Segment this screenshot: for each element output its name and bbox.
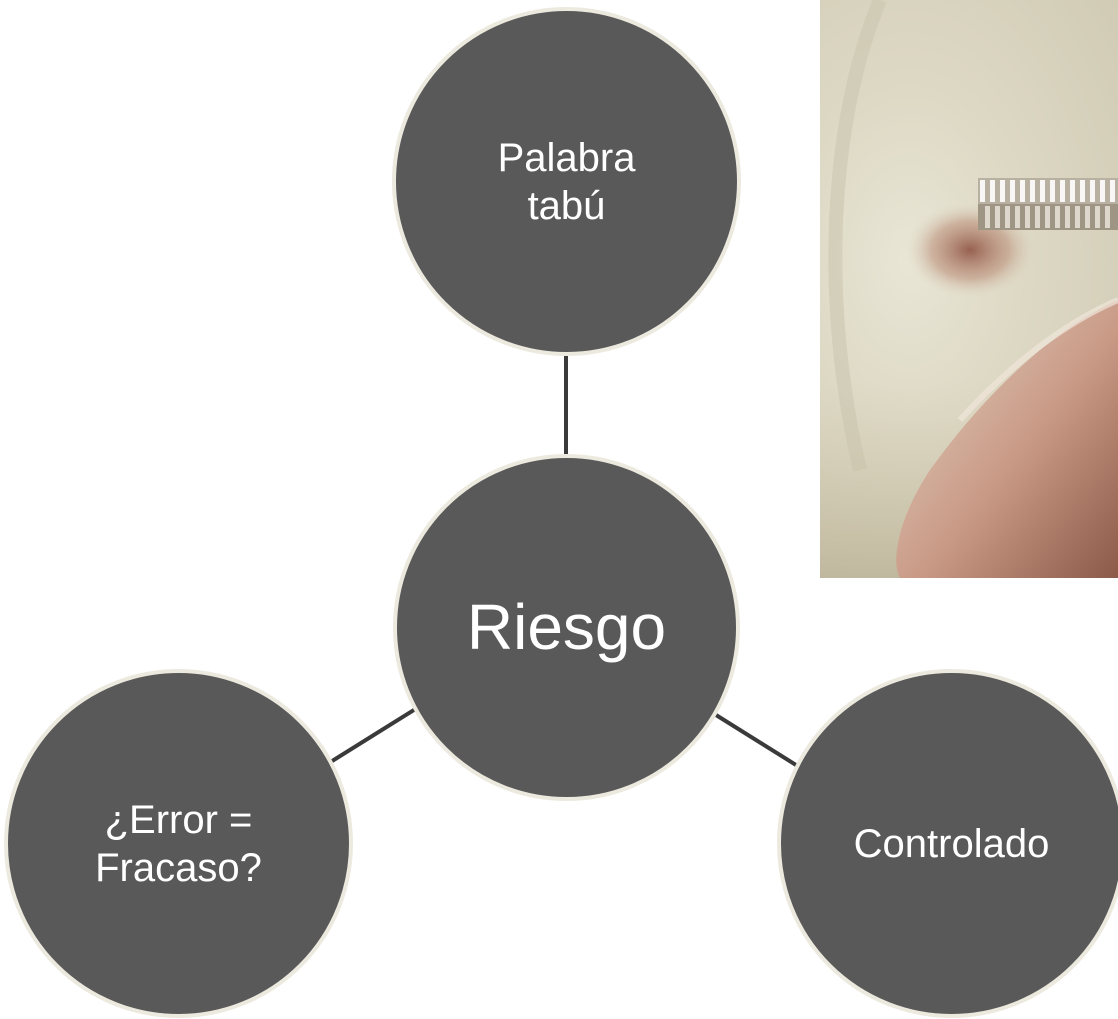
finger-shape — [896, 300, 1118, 578]
connector-top — [564, 356, 568, 456]
node-palabra-tabu: Palabra tabú — [392, 7, 741, 356]
connector-right — [714, 713, 804, 771]
node-right-label: Controlado — [853, 821, 1050, 866]
zipper-mouth-illustration — [820, 0, 1118, 578]
connector-left — [327, 706, 419, 765]
zipper-mouth-photo — [820, 0, 1118, 578]
node-controlado: Controlado — [777, 669, 1118, 1018]
node-center-label: Riesgo — [466, 591, 667, 664]
node-riesgo: Riesgo — [393, 454, 740, 801]
node-error-fracaso: ¿Error = Fracaso? — [4, 669, 353, 1018]
node-top-label: Palabra tabú — [497, 135, 636, 228]
zipper-teeth — [978, 178, 1118, 230]
node-left-label: ¿Error = Fracaso? — [95, 797, 262, 890]
